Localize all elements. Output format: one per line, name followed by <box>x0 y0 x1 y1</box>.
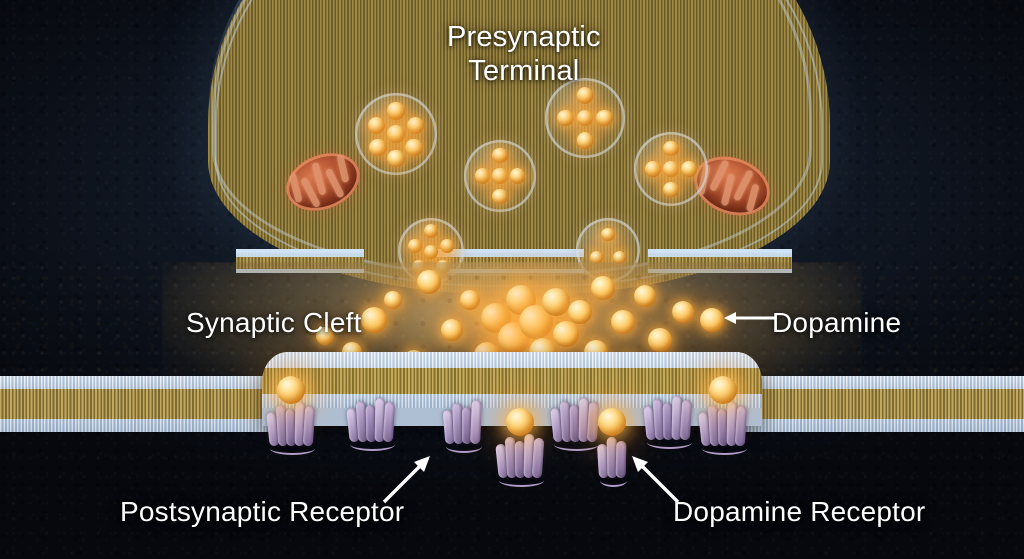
vesicle-4 <box>634 132 708 206</box>
receptor-intracellular-loop <box>647 436 692 449</box>
receptor-cluster-5[interactable] <box>550 388 607 451</box>
phospholipid-heads-outer <box>734 376 1024 389</box>
dopamine-molecule <box>509 168 525 184</box>
dopamine-molecule <box>405 138 423 156</box>
phospholipid-heads-inner <box>734 419 1024 432</box>
dopamine-molecule <box>663 181 679 198</box>
crista <box>745 183 760 213</box>
dopamine-molecule <box>645 161 661 177</box>
crista <box>336 154 350 183</box>
dopamine-molecule <box>611 310 635 334</box>
label-dopamine-receptor: Dopamine Receptor <box>673 496 926 527</box>
phospholipid-tails <box>0 389 290 419</box>
dopamine-molecule <box>407 117 425 135</box>
dopamine-molecule <box>424 245 438 260</box>
dopamine-molecule <box>700 308 724 332</box>
dopamine-molecule <box>387 102 405 120</box>
label-dopamine: Dopamine <box>772 307 902 338</box>
phospholipid-heads-inner <box>0 419 290 432</box>
phospholipid-tails <box>262 368 762 394</box>
receptor-intracellular-loop <box>499 474 544 487</box>
vesicle-3 <box>464 140 536 212</box>
phospholipid-heads-outer <box>0 376 290 389</box>
bound-dopamine-molecule <box>276 376 305 404</box>
postsynaptic-membrane-left <box>0 376 290 432</box>
dopamine-molecule <box>591 276 615 300</box>
dopamine-molecule <box>439 238 454 253</box>
dopamine-molecule <box>441 319 463 341</box>
receptor-helix <box>679 399 692 441</box>
vesicle-2 <box>545 78 625 158</box>
receptor-cluster-8[interactable] <box>698 376 755 455</box>
receptor-cluster-1[interactable] <box>266 376 323 455</box>
receptor-helix <box>531 437 544 479</box>
vesicle-1 <box>355 93 437 175</box>
receptor-helix <box>734 405 747 447</box>
receptor-cluster-6[interactable] <box>596 408 635 487</box>
dopamine-molecule <box>492 168 508 184</box>
phospholipid-tails <box>734 389 1024 419</box>
crista <box>288 172 303 204</box>
receptor-intracellular-loop <box>554 438 599 451</box>
postsynaptic-membrane-right <box>734 376 1024 432</box>
dopamine-molecule <box>576 109 594 127</box>
receptor-intracellular-loop <box>600 474 627 487</box>
dopamine-molecule <box>384 291 402 309</box>
bound-dopamine-molecule <box>505 408 534 436</box>
crista <box>720 173 736 207</box>
receptor-cluster-4[interactable] <box>495 408 552 487</box>
dopamine-molecule <box>680 161 697 177</box>
dopamine-molecule <box>408 238 423 253</box>
receptor-helix <box>615 440 626 479</box>
receptor-cluster-7[interactable] <box>643 386 700 449</box>
receptor-cluster-2[interactable] <box>346 388 403 451</box>
bound-dopamine-molecule <box>708 376 737 404</box>
dopamine-molecule <box>387 149 405 168</box>
dopamine-molecule <box>369 138 387 156</box>
label-synaptic-cleft: Synaptic Cleft <box>186 307 362 338</box>
dopamine-molecule <box>648 328 672 352</box>
dopamine-molecule <box>595 109 613 127</box>
dopamine-molecule <box>589 250 604 265</box>
dopamine-molecule <box>557 109 575 127</box>
dopamine-molecule <box>601 227 615 242</box>
dopamine-molecule <box>576 132 594 149</box>
receptor-helix <box>462 407 472 444</box>
label-postsynaptic-receptor: Postsynaptic Receptor <box>120 496 405 527</box>
receptor-helix <box>382 401 395 443</box>
dopamine-molecule <box>542 288 570 316</box>
dopamine-molecule <box>361 307 387 333</box>
phospholipid-heads-outer <box>262 352 762 368</box>
dopamine-molecule <box>553 321 579 347</box>
dopamine-molecule <box>316 327 334 345</box>
receptor-cluster-3[interactable] <box>442 390 490 453</box>
dopamine-molecule <box>475 168 491 184</box>
receptor-helix <box>470 399 482 445</box>
dopamine-molecule <box>612 250 627 265</box>
dopamine-molecule <box>672 301 694 323</box>
dopamine-molecule <box>424 224 438 239</box>
label-presynaptic-terminal: Presynaptic Terminal <box>447 21 601 88</box>
dopamine-molecule <box>663 161 679 177</box>
receptor-helix <box>586 401 599 443</box>
dopamine-molecule <box>576 87 594 104</box>
receptor-helix <box>302 405 315 447</box>
dopamine-molecule <box>492 188 508 204</box>
receptor-intracellular-loop <box>702 442 747 455</box>
receptor-intracellular-loop <box>270 442 315 455</box>
bound-dopamine-molecule <box>597 408 626 436</box>
dopamine-molecule <box>663 140 679 157</box>
dopamine-molecule <box>367 117 385 135</box>
dopamine-molecule <box>492 148 508 164</box>
receptor-intracellular-loop <box>350 438 395 451</box>
dopamine-molecule <box>568 300 592 324</box>
dopamine-molecule <box>634 285 656 307</box>
receptor-intracellular-loop <box>446 440 482 453</box>
dopamine-molecule <box>387 125 405 143</box>
dopamine-molecule <box>417 270 441 294</box>
dopamine-molecule <box>460 290 480 310</box>
